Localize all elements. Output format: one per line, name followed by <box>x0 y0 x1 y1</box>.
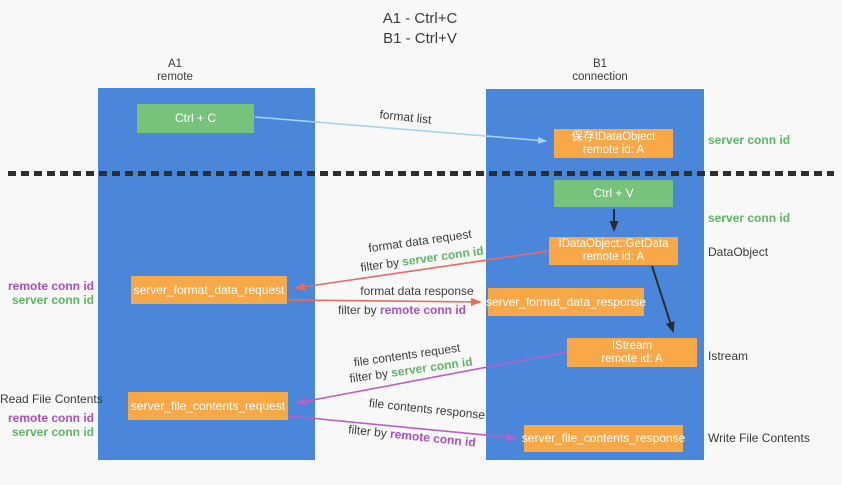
node-server-file-contents-request-label: server_file_contents_request <box>130 398 286 413</box>
node-getdata-line1: IDataObject::GetData <box>558 238 669 250</box>
node-server-format-data-response-label: server_format_data_response <box>485 294 647 309</box>
format-data-response-arrow <box>287 297 482 306</box>
node-save-idataobject-line2: remote id: A <box>582 143 645 156</box>
label-right-server-conn-id-top: server conn id <box>708 133 791 147</box>
node-server-format-data-response: server_format_data_response <box>485 288 647 316</box>
label-left-remote-conn-id-file: remote conn id <box>7 411 94 425</box>
machine-boundary-dotted-line <box>8 171 834 176</box>
label-left-remote-conn-id-format: remote conn id <box>7 279 94 293</box>
node-server-file-contents-response: server_file_contents_response <box>521 425 686 452</box>
node-istream-line1: IStream <box>611 339 653 352</box>
node-istream-line2: remote id: A <box>601 352 663 365</box>
title-line-b1: B1 - Ctrl+V <box>383 30 457 47</box>
node-istream: IStream remote id: A <box>567 338 697 367</box>
node-ctrl-v-label: Ctrl + V <box>593 186 634 200</box>
remote-conn-id-text: remote conn id <box>389 426 477 450</box>
label-file-contents-response: file contents response <box>368 395 486 423</box>
label-format-list: format list <box>378 107 433 127</box>
label-filter-by-remote-conn-id-file: filter by remote conn id <box>342 422 483 451</box>
diagram-title: A1 - Ctrl+C B1 - Ctrl+V <box>300 9 540 49</box>
lane-left-name: A1 <box>167 58 183 70</box>
node-ctrl-c: Ctrl + C <box>137 104 254 133</box>
node-save-idataobject-line1: 保存IDataObject <box>571 130 656 143</box>
filter-by-text: filter by <box>337 303 380 317</box>
label-dataobject: DataObject <box>708 245 769 259</box>
lane-right-name: B1 <box>592 58 608 70</box>
remote-conn-id-text: remote conn id <box>380 303 467 317</box>
node-getdata-line2: remote id: A <box>582 251 645 263</box>
lane-left-role: remote <box>157 71 193 83</box>
label-write-file-contents: Write File Contents <box>708 431 810 445</box>
label-left-server-conn-id-file: server conn id <box>11 425 94 439</box>
node-save-idataobject: 保存IDataObject remote id: A <box>554 129 673 158</box>
filter-by-text: filter by <box>347 422 391 441</box>
label-istream: Istream <box>708 349 749 363</box>
node-server-file-contents-request: server_file_contents_request <box>128 392 288 420</box>
label-filter-by-remote-conn-id-format: filter by remote conn id <box>332 303 472 317</box>
node-ctrl-c-label: Ctrl + C <box>174 111 216 125</box>
node-server-format-data-request: server_format_data_request <box>131 276 287 304</box>
node-ctrl-v: Ctrl + V <box>554 180 673 207</box>
lane-header-left: A1 remote <box>115 58 235 84</box>
node-server-file-contents-response-label: server_file_contents_response <box>521 431 686 445</box>
node-server-format-data-request-label: server_format_data_request <box>133 282 285 297</box>
filter-by-text: filter by <box>359 254 404 275</box>
label-right-server-conn-id-mid: server conn id <box>708 211 791 225</box>
title-line-a1: A1 - Ctrl+C <box>382 10 458 27</box>
lane-header-right: B1 connection <box>540 58 660 84</box>
label-read-file-contents: Read File Contents <box>0 392 103 406</box>
node-idataobject-getdata: IDataObject::GetData remote id: A <box>549 237 678 265</box>
label-left-server-conn-id-format: server conn id <box>11 293 94 307</box>
lane-right-role: connection <box>572 71 628 83</box>
label-format-data-response: format data response <box>360 284 474 298</box>
